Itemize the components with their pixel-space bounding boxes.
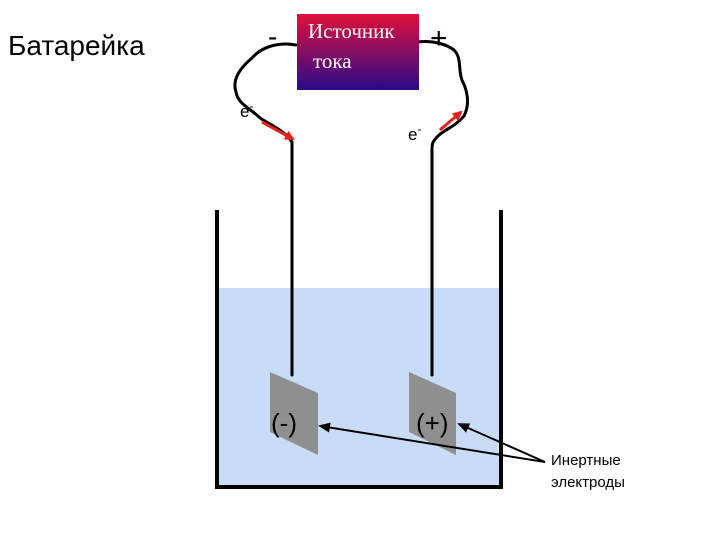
electron-label-left: e- [240, 99, 253, 121]
electron-label-right: e- [408, 122, 421, 144]
callout-text-line2: электроды [551, 474, 625, 491]
cathode-label: (-) [271, 408, 297, 438]
positive-terminal-sign: + [430, 22, 448, 55]
anode-label: (+) [416, 408, 449, 438]
electrolyte-solution [218, 288, 500, 486]
anode-plate [409, 372, 456, 455]
callout-text-line1: Инертные [551, 452, 621, 469]
current-source-box [297, 14, 419, 90]
callout-pointer-anode [457, 423, 546, 463]
electron-flow-arrow-left [261, 120, 295, 141]
battery-title: Батарейка [8, 30, 145, 61]
electron-left-charge: - [249, 99, 253, 113]
electron-left-letter: e [240, 102, 249, 121]
current-source-label-line1: Источник [308, 19, 395, 43]
negative-terminal-sign: - [268, 21, 277, 52]
cathode-plate [270, 372, 318, 455]
electron-flow-arrow-right [439, 110, 463, 132]
wire [233, 40, 470, 377]
electron-right-letter: e [408, 125, 417, 144]
current-source-label-line2: тока [313, 49, 352, 73]
callout-pointer-cathode [318, 422, 546, 463]
electron-right-charge: - [417, 122, 421, 136]
